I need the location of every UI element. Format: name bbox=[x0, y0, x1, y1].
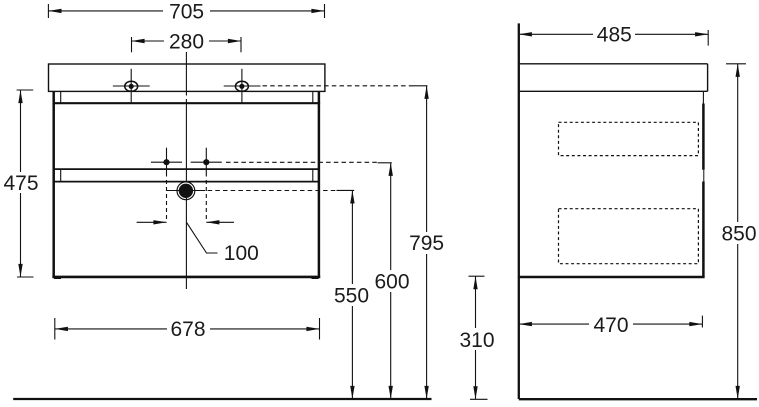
svg-text:550: 550 bbox=[334, 284, 369, 307]
svg-text:475: 475 bbox=[3, 172, 38, 195]
svg-text:678: 678 bbox=[170, 318, 205, 341]
svg-text:280: 280 bbox=[169, 31, 204, 54]
svg-text:310: 310 bbox=[459, 329, 494, 352]
svg-text:470: 470 bbox=[593, 314, 628, 337]
svg-text:850: 850 bbox=[721, 222, 756, 245]
svg-text:705: 705 bbox=[169, 1, 204, 24]
svg-text:485: 485 bbox=[597, 24, 632, 47]
svg-text:100: 100 bbox=[224, 242, 259, 265]
svg-text:600: 600 bbox=[374, 271, 409, 294]
svg-text:795: 795 bbox=[409, 232, 444, 255]
